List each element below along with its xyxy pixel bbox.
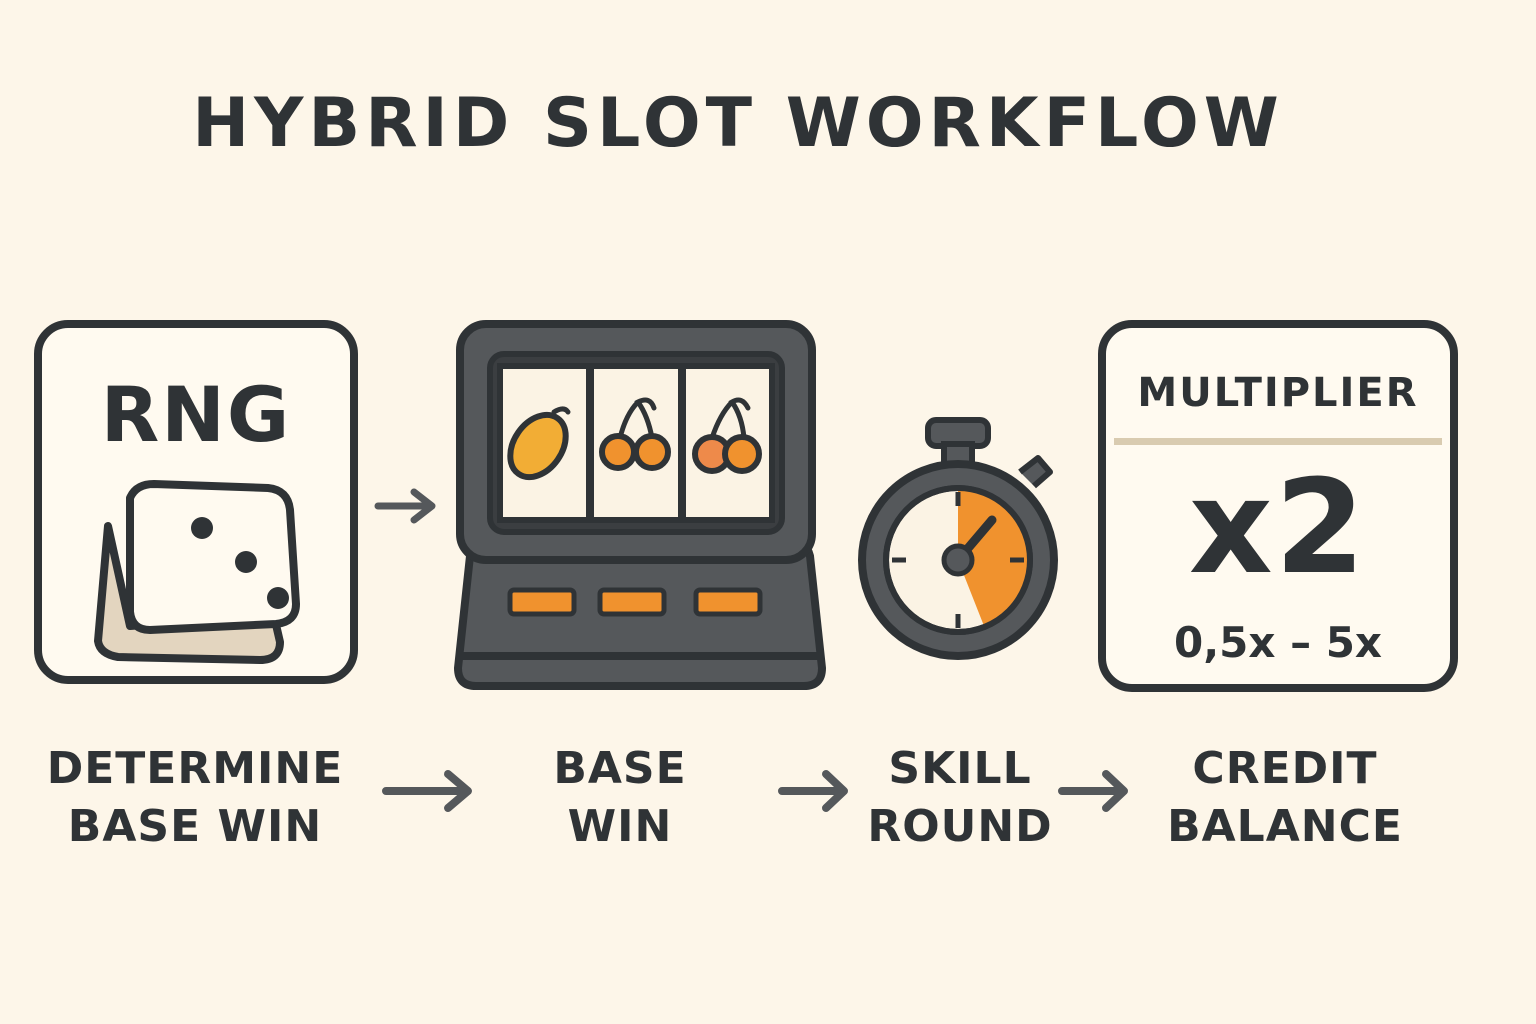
step-label-skill-round: SKILL ROUND xyxy=(867,743,1053,852)
arrow-right-icon xyxy=(778,770,848,812)
step-label-base-win: BASE WIN xyxy=(553,743,687,852)
rng-card: RNG xyxy=(34,320,358,684)
cherry-icon xyxy=(692,397,762,474)
stopwatch-icon xyxy=(858,417,1058,660)
multiplier-divider xyxy=(1114,438,1442,445)
slot-machine-icon xyxy=(454,320,826,690)
multiplier-range: 0,5x – 5x xyxy=(1173,618,1383,667)
cherry-icon xyxy=(599,397,671,471)
arrow-right-icon xyxy=(1058,770,1128,812)
multiplier-card: MULTIPLIER x2 0,5x – 5x xyxy=(1098,320,1458,692)
multiplier-value: x2 xyxy=(1188,451,1368,603)
dice-icon xyxy=(94,480,300,664)
step-label-credit-balance: CREDIT BALANCE xyxy=(1167,743,1403,852)
arrow-right-icon xyxy=(382,770,472,812)
rng-heading: RNG xyxy=(100,370,292,459)
step-label-determine-base-win: DETERMINE BASE WIN xyxy=(46,743,344,852)
multiplier-heading: MULTIPLIER xyxy=(1137,370,1419,416)
arrow-right-icon xyxy=(374,488,436,524)
lemon-icon xyxy=(507,406,571,481)
page-title: HYBRID SLOT WORKFLOW xyxy=(192,84,1284,163)
